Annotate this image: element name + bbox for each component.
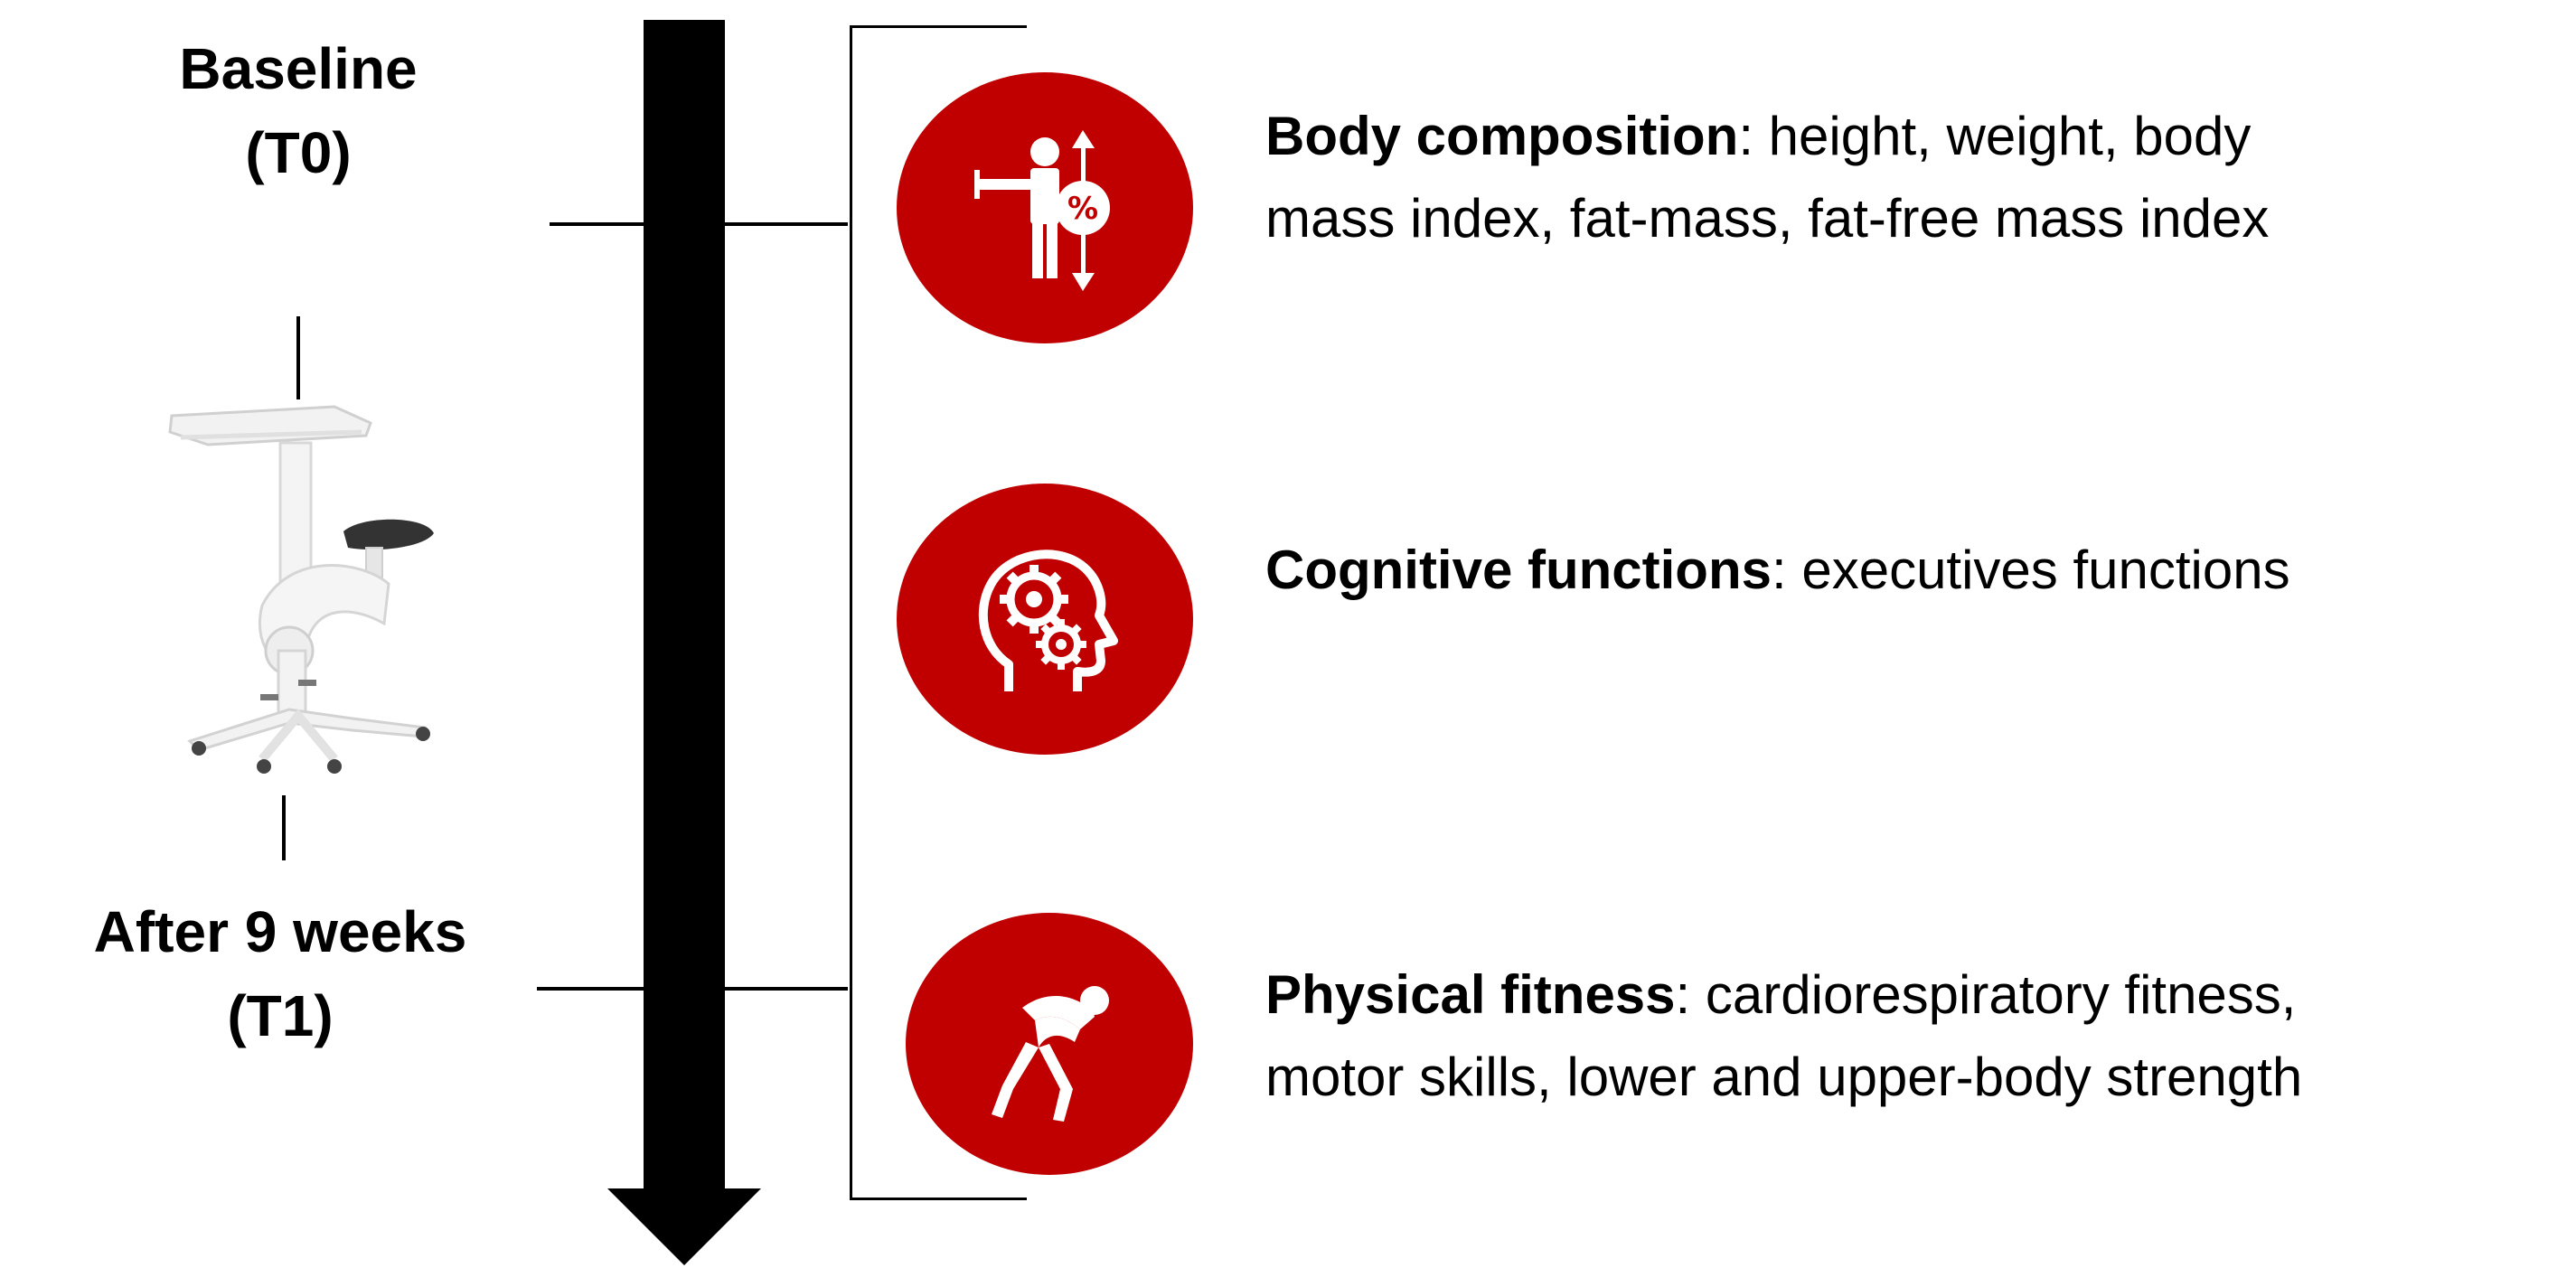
body-composition-icon-circle: % [897, 72, 1193, 343]
body-composition-description: Body composition: height, weight, body m… [1265, 95, 2567, 259]
brain-gears-icon [978, 549, 1118, 691]
baseline-label: Baseline (T0) [81, 27, 515, 195]
physical-fitness-description: Physical fitness: cardiorespiratory fitn… [1265, 953, 2567, 1118]
body-composition-line2: mass index, fat-mass, fat-free mass inde… [1265, 188, 2270, 249]
bracket-spine [850, 25, 852, 1200]
followup-title: After 9 weeks [93, 899, 467, 964]
desk-bike-image [168, 405, 434, 774]
physical-fitness-line2: motor skills, lower and upper-body stren… [1265, 1047, 2303, 1108]
followup-label: After 9 weeks (T1) [0, 890, 560, 1058]
body-composition-line1: height, weight, body [1753, 106, 2252, 166]
followup-timeline-tick [537, 987, 848, 991]
timeline-arrow-shaft [644, 20, 725, 1195]
lower-connector-tick [282, 795, 286, 860]
physical-fitness-icon-circle [906, 913, 1193, 1175]
cognitive-functions-title: Cognitive functions [1265, 540, 1772, 600]
bracket-top [850, 25, 1027, 28]
body-composition-icon: % [974, 130, 1110, 291]
followup-code: (T1) [227, 982, 334, 1048]
physical-fitness-line1: cardiorespiratory fitness, [1690, 964, 2297, 1025]
physical-fitness-title: Physical fitness [1265, 964, 1676, 1025]
cognitive-functions-line1: executives functions [1786, 540, 2290, 600]
upper-connector-tick [296, 316, 300, 399]
cognitive-functions-separator: : [1771, 540, 1787, 600]
body-composition-title: Body composition [1265, 106, 1739, 166]
baseline-code: (T0) [245, 119, 352, 185]
baseline-title: Baseline [179, 36, 418, 101]
stretching-person-icon [992, 986, 1109, 1122]
baseline-timeline-tick [550, 222, 848, 226]
timeline-arrow-head [607, 1188, 761, 1265]
svg-text:%: % [1067, 191, 1098, 227]
physical-fitness-separator: : [1675, 964, 1691, 1025]
cognitive-functions-icon-circle [897, 484, 1193, 755]
cognitive-functions-description: Cognitive functions: executives function… [1265, 529, 2567, 611]
body-composition-separator: : [1738, 106, 1754, 166]
bracket-bottom [850, 1198, 1027, 1200]
